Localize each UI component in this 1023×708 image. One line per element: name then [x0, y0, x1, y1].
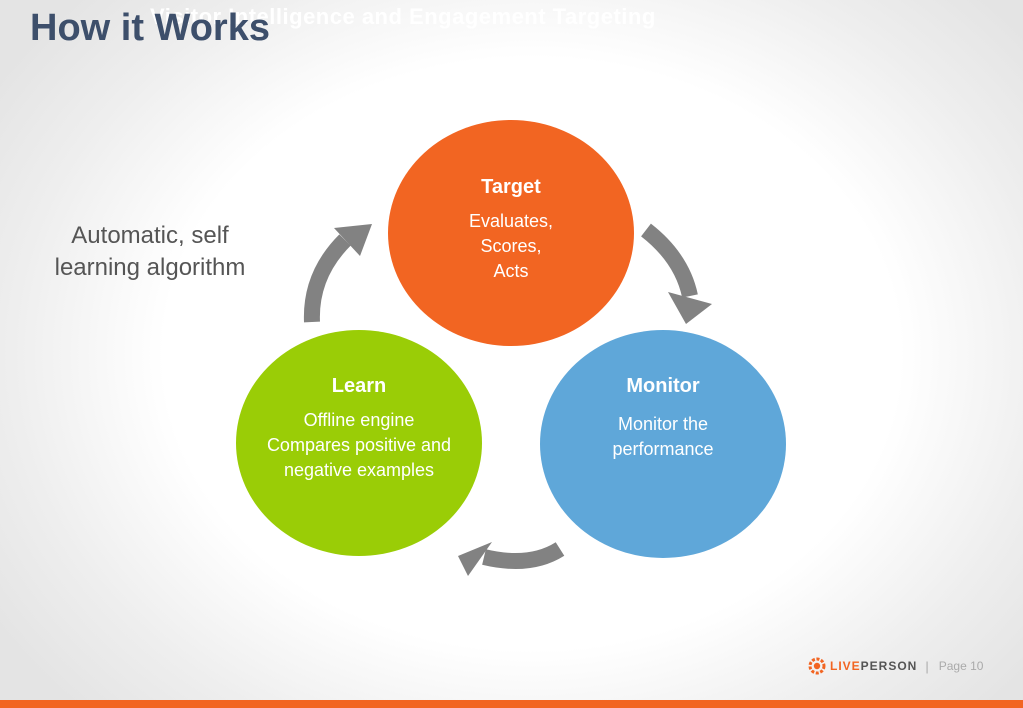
learn-line-2: Compares positive and [266, 435, 452, 455]
target-circle [388, 120, 634, 346]
target-line-3: Acts [493, 261, 529, 281]
side-note: Automatic, self learning algorithm [30, 220, 270, 284]
arrow-learn-to-target [303, 224, 372, 323]
learn-circle [236, 330, 482, 556]
monitor-line-1: Monitor the [617, 414, 709, 434]
monitor-circle [540, 330, 786, 558]
learn-line-1: Offline engine [303, 410, 415, 430]
liveperson-logo-icon [808, 657, 826, 675]
page-title: How it Works [30, 7, 270, 49]
side-note-line-2: learning algorithm [54, 254, 246, 281]
footer-separator: | [925, 658, 929, 674]
target-node: Target Evaluates, Scores, Acts [411, 175, 611, 284]
learn-title: Learn [331, 375, 387, 397]
footer: LIVEPERSON | Page 10 [808, 657, 983, 675]
monitor-title: Monitor [626, 375, 700, 397]
liveperson-logo-text: LIVEPERSON [830, 659, 918, 673]
arrow-target-to-monitor [640, 223, 712, 324]
target-line-1: Evaluates, [468, 211, 554, 231]
page-number: Page 10 [938, 659, 984, 673]
monitor-line-2: performance [612, 439, 714, 459]
learn-node: Learn Offline engine Compares positive a… [239, 374, 479, 483]
target-title: Target [481, 176, 541, 198]
faint-header-title: Visitor Intelligence and Engagement Targ… [150, 4, 656, 29]
monitor-node: Monitor Monitor the performance [563, 374, 763, 462]
side-note-line-1: Automatic, self [71, 222, 229, 249]
bottom-accent-bar [0, 700, 1023, 708]
arrow-monitor-to-learn [458, 542, 565, 576]
learn-line-3: negative examples [283, 460, 435, 480]
target-line-2: Scores, [480, 236, 542, 256]
